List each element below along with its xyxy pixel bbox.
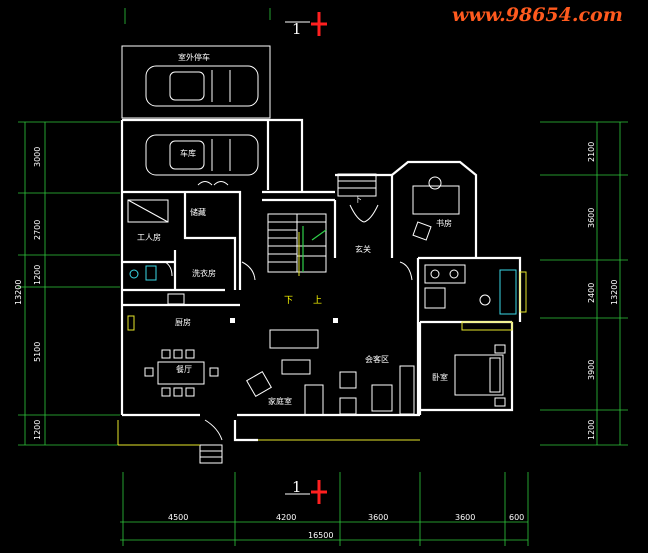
room-storage: 储藏 xyxy=(190,207,206,217)
car-outdoor-icon xyxy=(145,65,259,107)
room-foyer: 玄关 xyxy=(355,244,371,254)
section-label-top: 1 xyxy=(292,20,302,38)
section-mark-bottom: 1 xyxy=(285,478,327,504)
room-kitchen: 厨房 xyxy=(175,317,191,327)
room-family-room: 家庭室 xyxy=(268,396,292,406)
room-dining: 餐厅 xyxy=(176,365,192,374)
dim-left-3: 1200 xyxy=(33,265,42,285)
section-mark-top: 1 xyxy=(285,12,327,38)
dim-right-2: 3600 xyxy=(587,208,596,228)
dim-bottom-total: 16500 xyxy=(308,531,333,540)
dim-left-5: 1200 xyxy=(33,420,42,440)
dim-bottom-4: 3600 xyxy=(455,513,475,522)
doors xyxy=(164,181,413,441)
stair-label-down: 下 xyxy=(284,296,293,306)
dim-right-3: 2400 xyxy=(587,283,596,303)
dim-left-1: 3000 xyxy=(33,147,42,167)
dim-bottom-3: 3600 xyxy=(368,513,388,522)
room-worker-room: 工人房 xyxy=(137,232,161,242)
dimension-lines xyxy=(18,8,628,546)
dim-left-total: 13200 xyxy=(14,280,23,305)
staircase xyxy=(267,213,327,276)
dim-left-4: 5100 xyxy=(33,342,42,362)
room-bedroom: 卧室 xyxy=(432,372,448,382)
room-laundry: 洗衣房 xyxy=(192,268,216,278)
room-labels: 室外停车 车库 储藏 工人房 洗衣房 厨房 餐厅 家庭室 会客区 玄关 书房 卧… xyxy=(137,52,452,406)
furniture xyxy=(127,176,517,416)
dim-right-total: 13200 xyxy=(610,280,619,305)
watermark: www.98654.com xyxy=(452,4,623,26)
dim-bottom-1: 4500 xyxy=(168,513,188,522)
stair-label-up: 上 xyxy=(313,295,322,306)
section-label-bottom: 1 xyxy=(292,478,302,496)
dim-bottom-5: 600 xyxy=(509,513,524,522)
room-study: 书房 xyxy=(436,218,452,228)
entry-label-down: 下 xyxy=(354,195,362,204)
building-walls xyxy=(117,45,527,464)
room-outdoor-parking: 室外停车 xyxy=(178,52,210,62)
dim-right-1: 2100 xyxy=(587,142,596,162)
dim-left-2: 2700 xyxy=(33,220,42,240)
dim-right-5: 1200 xyxy=(587,420,596,440)
room-lounge: 会客区 xyxy=(365,354,389,364)
dimension-labels-left: 3000 2700 1200 5100 1200 13200 xyxy=(14,147,42,440)
dimension-labels-right: 2100 3600 2400 3900 1200 13200 xyxy=(587,142,619,440)
dim-bottom-2: 4200 xyxy=(276,513,296,522)
car-garage-icon xyxy=(145,134,259,176)
dimension-labels-bottom: 4500 4200 3600 3600 600 16500 xyxy=(168,513,524,540)
room-garage: 车库 xyxy=(180,148,196,158)
dim-right-4: 3900 xyxy=(587,360,596,380)
